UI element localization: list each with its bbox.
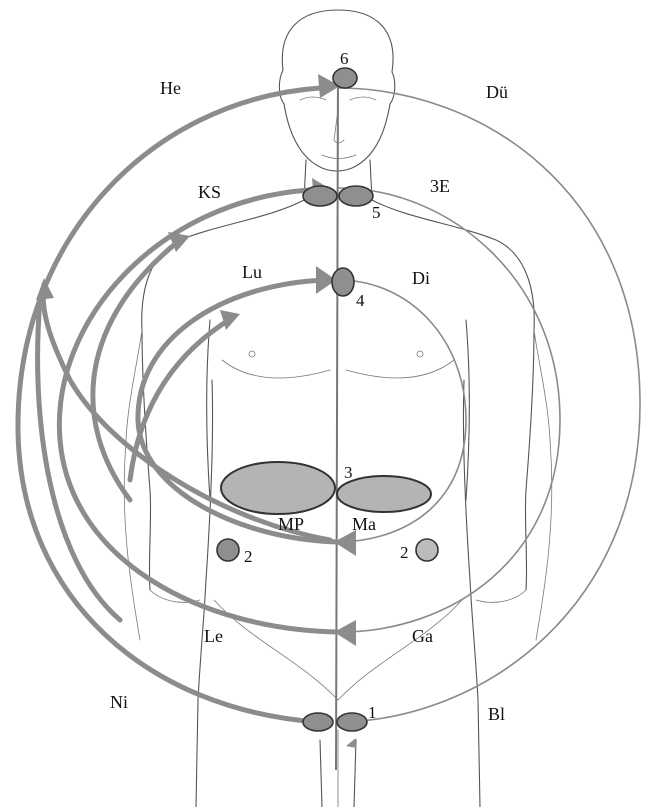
center-numbers: 6 5 4 3 2 2 1 [244, 49, 409, 722]
center-1-label: 1 [368, 703, 377, 722]
label-le: Le [204, 626, 223, 646]
center-2-right-label: 2 [400, 543, 409, 562]
center-5-right-node [339, 186, 373, 206]
center-6-label: 6 [340, 49, 349, 68]
arrow-upper-left-1 [36, 278, 54, 300]
center-5-label: 5 [372, 203, 381, 222]
ring-he-due [338, 88, 640, 722]
center-5-left-node [303, 186, 337, 206]
label-mp: MP [278, 514, 304, 534]
center-4-node [332, 268, 354, 296]
center-4-label: 4 [356, 291, 365, 310]
meridian-labels: He Dü KS 3E Lu Di MP Ma Le Ga Ni Bl [110, 78, 508, 724]
label-he: He [160, 78, 181, 98]
meridian-rings [338, 88, 640, 722]
center-1-left-node [303, 713, 333, 731]
label-3e: 3E [430, 176, 450, 196]
label-ga: Ga [412, 626, 433, 646]
arrowheads [36, 74, 356, 748]
center-1-right-node [337, 713, 367, 731]
label-lu: Lu [242, 262, 262, 282]
arrow-upper-left-3 [220, 310, 240, 330]
arc-le-ks [59, 190, 340, 632]
center-2-right-node [416, 539, 438, 561]
center-2-left-label: 2 [244, 547, 253, 566]
center-3-label: 3 [344, 463, 353, 482]
label-ni: Ni [110, 692, 128, 712]
label-di: Di [412, 268, 430, 288]
label-ma: Ma [352, 514, 376, 534]
arc-cross-2 [93, 240, 180, 500]
label-ks: KS [198, 182, 221, 202]
arrow-bottom-1 [346, 738, 356, 748]
flow-arcs [18, 88, 340, 722]
label-bl: Bl [488, 704, 505, 724]
label-due: Dü [486, 82, 508, 102]
organ-mp-oval [221, 462, 335, 514]
center-2-left-node [217, 539, 239, 561]
center-6-node [333, 68, 357, 88]
central-axis [336, 70, 338, 770]
